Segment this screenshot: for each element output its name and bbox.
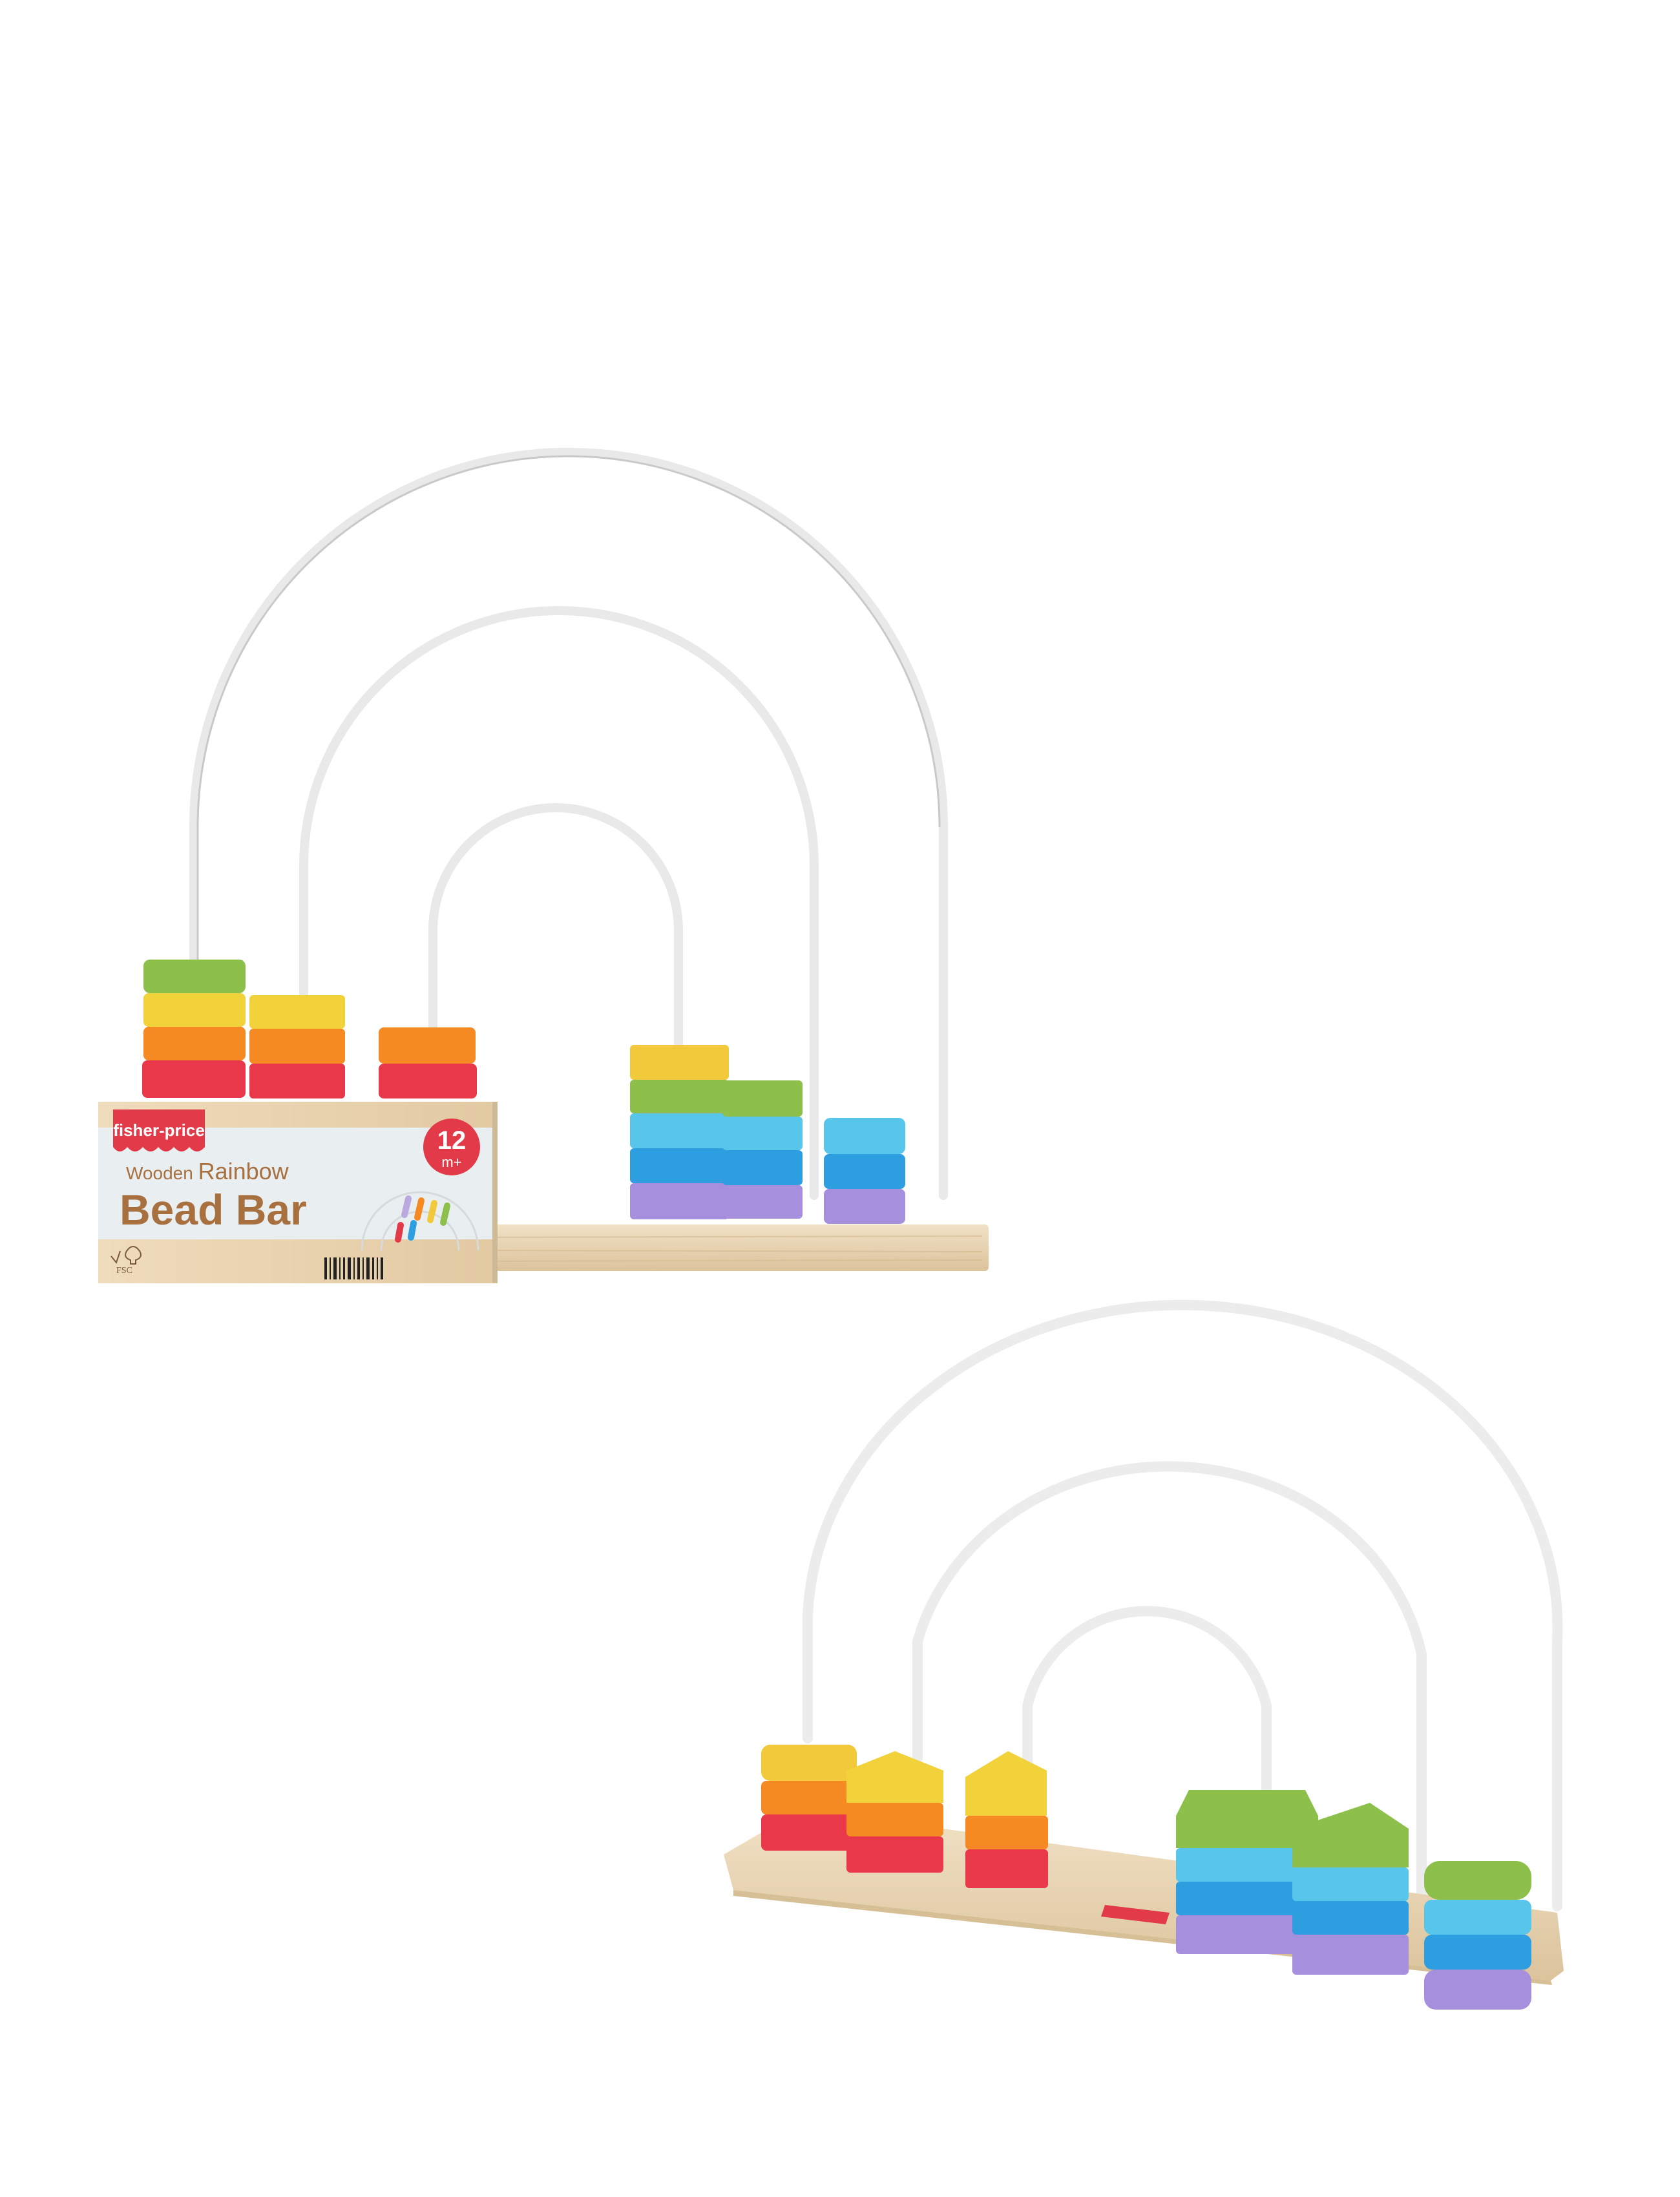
bead-stack-right-1 [630,1045,730,1219]
decor-sticks [395,1195,450,1243]
wire-arches [189,448,948,1200]
bead-stack-2-2 [846,1751,943,1873]
barcode [324,1257,383,1279]
svg-text:Wooden Rainbow: Wooden Rainbow [126,1158,289,1184]
age-unit: m+ [441,1154,461,1170]
bead-stack-2-5 [1292,1803,1409,1975]
bead-stack-2-4 [1176,1790,1318,1954]
package-box: fisher-price 12 m+ Wooden Rainbow Bead B… [98,1102,498,1283]
title-bold: Rainbow [198,1158,289,1184]
bead-stack-2-6 [1424,1861,1531,2010]
brand-sticker [1101,1905,1170,1924]
title-main: Bead Bar [120,1186,307,1234]
bead-stack-right-3 [824,1118,905,1224]
unpackaged-view [724,1299,1564,2010]
bead-stack-right-2 [722,1080,803,1219]
wooden-base [452,1225,989,1271]
title-light: Wooden [126,1163,193,1183]
bead-stack-left-3 [379,1027,477,1098]
fsc-tree-icon [110,1246,142,1265]
wire-arches-2 [803,1299,1563,1911]
brand-logo-badge [113,1109,205,1151]
age-number: 12 [437,1126,467,1155]
bead-stack-left-1 [142,960,246,1098]
age-badge [423,1119,480,1175]
fsc-label: FSC [116,1266,132,1276]
packaged-view: fisher-price 12 m+ Wooden Rainbow Bead B… [98,448,989,1283]
bead-stack-2-1 [761,1745,857,1851]
bead-stack-2-3 [965,1751,1048,1888]
brand-logo: fisher-price [113,1120,205,1140]
bead-stack-left-2 [249,995,345,1098]
